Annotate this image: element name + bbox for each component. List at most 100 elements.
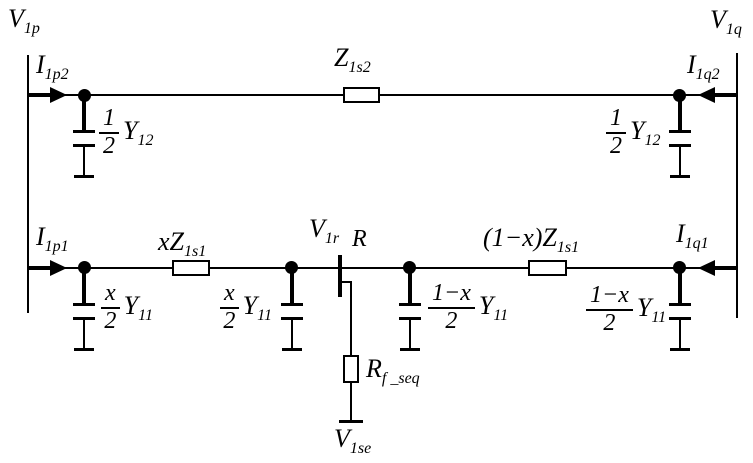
capacitor-plate [669, 144, 691, 147]
fault-voltage-label-v1r: V1r [309, 215, 339, 247]
capacitor-lead [290, 268, 294, 303]
y-symbol: Y [630, 115, 645, 145]
i1p1-arrow-shaft [28, 266, 54, 270]
y-symbol: Y [636, 292, 652, 322]
capacitor-lead [82, 95, 86, 130]
admittance-symbol: Y11 [243, 291, 272, 325]
shunt-capacitor-fault-right [398, 268, 422, 352]
capacitor-plate [281, 303, 303, 306]
i1p2-arrow-icon [50, 87, 67, 103]
fault-branch-wire-upper [350, 282, 352, 356]
capacitor-lead [678, 95, 682, 130]
fault-tap-tick [338, 255, 342, 297]
impedance-label-xz1s1: xZ1s1 [158, 228, 206, 260]
y-symbol: Y [242, 290, 258, 320]
i1p2-arrow-shaft [28, 93, 54, 97]
capacitor-plate [399, 317, 421, 320]
shunt-capacitor-q-line2 [668, 95, 692, 179]
admittance-symbol: Y12 [630, 116, 660, 150]
capacitor-plate [399, 303, 421, 306]
v1r-symbol: V [309, 214, 325, 243]
fraction-denominator: 2 [223, 307, 236, 334]
capacitor-plate [669, 303, 691, 306]
fault-source-label-v1se: V1se [334, 425, 371, 457]
node-fault-right [403, 261, 416, 274]
v1p-symbol: V [8, 4, 24, 33]
i1q1-symbol: I [676, 219, 685, 248]
fraction-numerator: x [220, 280, 239, 309]
fraction-numerator: 1−x [586, 282, 633, 311]
i1q2-arrow-shaft [714, 93, 738, 97]
y-subscript: 11 [138, 307, 153, 324]
current-label-i1p1: I1p1 [36, 223, 69, 255]
fraction-numerator: 1−x [428, 280, 475, 309]
shunt-capacitor-fault-left [280, 268, 304, 352]
y-symbol: Y [123, 290, 139, 320]
current-label-i1p2: I1p2 [36, 51, 69, 83]
fraction-denominator: 2 [445, 307, 458, 334]
capacitor-lead [83, 320, 85, 348]
capacitor-plate [669, 130, 691, 133]
v1se-subscript: 1se [349, 440, 372, 458]
y-symbol: Y [123, 115, 138, 145]
bus-voltage-label-v1q: V1q [710, 6, 742, 38]
admittance-symbol: Y11 [124, 291, 153, 325]
line1-wire [28, 267, 738, 269]
capacitor-lead [678, 268, 682, 303]
capacitor-plate [281, 317, 303, 320]
v1r-subscript: 1r [324, 230, 340, 248]
impedance-box-1mx-z1s1 [528, 260, 567, 276]
node-fault-left [285, 261, 298, 274]
rfseq-subscript: f _seq [381, 370, 420, 388]
fraction-denominator: 2 [103, 132, 115, 159]
capacitor-lead [291, 320, 293, 348]
impedance-box-z1s2 [343, 87, 380, 103]
i1q1-arrow-shaft [714, 266, 738, 270]
fault-resistor-box-rfseq [343, 355, 359, 383]
capacitor-lead [83, 147, 85, 175]
i1p1-subscript: 1p1 [44, 238, 69, 256]
capacitor-plate [73, 303, 95, 306]
fraction-numerator: x [101, 280, 120, 309]
v1se-symbol: V [334, 424, 350, 453]
z1s2-symbol: Z [334, 43, 349, 72]
admittance-symbol: Y11 [479, 291, 508, 325]
i1q1-arrow-icon [698, 260, 715, 276]
shunt-capacitor-p-line1 [72, 268, 96, 352]
impedance-box-xz1s1 [172, 260, 210, 276]
fraction-denominator: 2 [104, 307, 117, 334]
shunt-capacitor-p-line2 [72, 95, 96, 179]
fault-branch-wire-lower [350, 382, 352, 422]
capacitor-lead [679, 147, 681, 175]
shunt-capacitor-q-line1 [668, 268, 692, 352]
i1q2-subscript: 1q2 [695, 66, 720, 84]
r-symbol: R [352, 226, 367, 252]
capacitor-terminal-bar [400, 348, 420, 351]
fault-branch-jog-wire [340, 281, 352, 283]
i1p1-arrow-icon [50, 260, 67, 276]
line2-wire [28, 94, 738, 96]
capacitor-plate [73, 144, 95, 147]
capacitor-terminal-bar [74, 175, 94, 178]
admittance-symbol: Y11 [637, 293, 666, 327]
fault-resistance-label-rfseq: Rf _seq [366, 355, 420, 387]
i1q1-subscript: 1q1 [684, 235, 709, 253]
v1q-symbol: V [710, 5, 726, 34]
capacitor-terminal-bar [670, 175, 690, 178]
v1p-subscript: 1p [23, 20, 40, 38]
capacitor-lead [82, 268, 86, 303]
current-label-i1q1: I1q1 [676, 220, 709, 252]
i1p1-symbol: I [36, 222, 45, 251]
capacitor-lead [679, 320, 681, 348]
